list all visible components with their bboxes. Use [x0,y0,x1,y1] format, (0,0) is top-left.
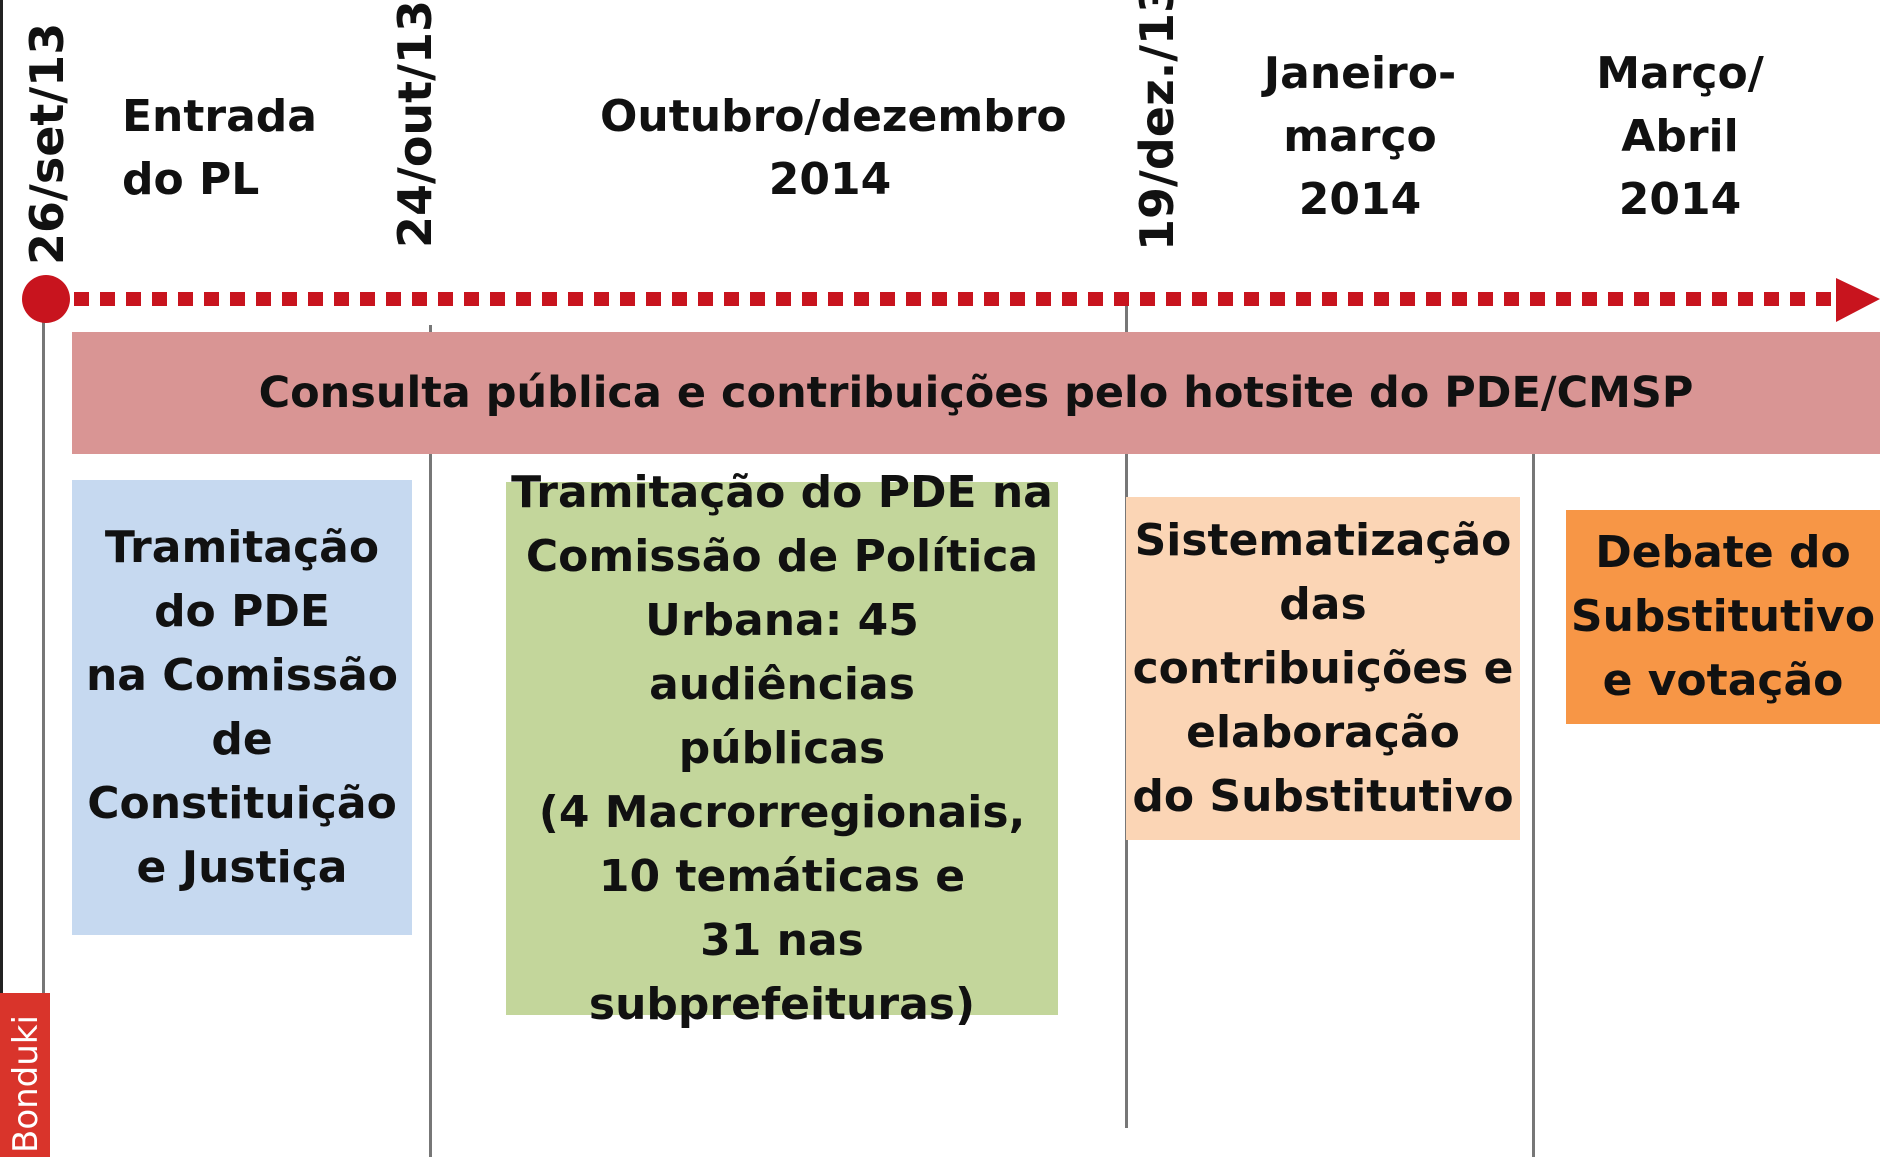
brand-tab: Bonduki [0,993,50,1157]
header-entrada-do-pl: Entrada do PL [122,91,317,205]
timeline-start-dot [22,275,70,323]
date-label-oct: 24/out/13 [388,0,442,248]
box-sistematizacao: Sistematização das contribuições e elabo… [1126,497,1520,840]
separator-line-start [42,300,45,1000]
box-tramitacao-ccj: Tramitação do PDE na Comissão de Constit… [72,480,412,935]
separator-line-oct [429,325,432,1157]
consulta-publica-banner: Consulta pública e contribuições pelo ho… [72,332,1880,454]
header-janeiro-marco: Janeiro- março 2014 [1263,48,1457,225]
box-debate-votacao: Debate do Substitutivo e votação [1566,510,1880,724]
date-label-dec: 19/dez./13 [1130,0,1184,251]
separator-line-mar [1532,450,1535,1157]
timeline-axis [22,275,1880,323]
header-outubro-dezembro: Outubro/dezembro 2014 [600,91,1067,205]
date-label-start: 26/set/13 [20,22,74,265]
box-tramitacao-cpu: Tramitação do PDE na Comissão de Polític… [506,467,1058,1030]
timeline-arrow-icon [1836,278,1880,322]
page-edge-line [0,0,3,1157]
brand-watermark: Bonduki [6,1015,46,1153]
header-marco-abril: Março/ Abril 2014 [1596,48,1764,225]
banner-text: Consulta pública e contribuições pelo ho… [258,368,1694,418]
